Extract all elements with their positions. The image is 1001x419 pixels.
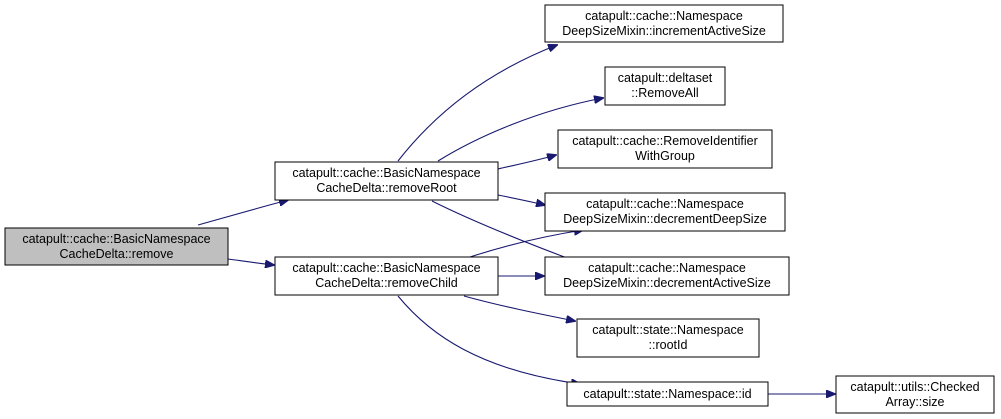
- node-removeChild[interactable]: catapult::cache::BasicNamespace CacheDel…: [274, 256, 499, 296]
- node-rootId-line1: catapult::state::Namespace: [592, 323, 744, 337]
- edge-remove-to-removeRoot: [197, 200, 288, 226]
- node-removeAll[interactable]: catapult::deltaset ::RemoveAll: [604, 66, 726, 106]
- node-removeIdentifier-line2: WithGroup: [635, 149, 695, 163]
- node-decrementActiveSize-line1: catapult::cache::Namespace: [588, 261, 746, 275]
- node-rootId-line2: ::rootId: [649, 338, 688, 352]
- edge-removeChild-to-rootId: [463, 295, 575, 321]
- nodes: catapult::cache::BasicNamespace CacheDel…: [4, 4, 995, 414]
- node-remove[interactable]: catapult::cache::BasicNamespace CacheDel…: [4, 227, 229, 266]
- node-decrementDeepSize-line2: DeepSizeMixin::decrementDeepSize: [563, 212, 767, 226]
- node-removeAll-line2: ::RemoveAll: [631, 86, 698, 100]
- edge-removeRoot-to-removeAll: [437, 98, 603, 162]
- node-removeChild-line2: CacheDelta::removeChild: [315, 276, 457, 290]
- node-decrementActiveSize[interactable]: catapult::cache::Namespace DeepSizeMixin…: [544, 256, 790, 296]
- node-id[interactable]: catapult::state::Namespace::id: [566, 381, 769, 407]
- edge-removeRoot-to-decrementDeepSize: [497, 194, 545, 205]
- node-removeChild-line1: catapult::cache::BasicNamespace: [292, 261, 480, 275]
- node-rootId[interactable]: catapult::state::Namespace ::rootId: [576, 318, 760, 358]
- node-removeIdentifier-line1: catapult::cache::RemoveIdentifier: [572, 134, 758, 148]
- node-decrementActiveSize-line2: DeepSizeMixin::decrementActiveSize: [563, 276, 771, 290]
- node-incrementActiveSize-line2: DeepSizeMixin::incrementActiveSize: [562, 24, 766, 38]
- node-removeRoot-line1: catapult::cache::BasicNamespace: [292, 166, 480, 180]
- node-removeRoot[interactable]: catapult::cache::BasicNamespace CacheDel…: [274, 161, 499, 201]
- node-checkedArraySize[interactable]: catapult::utils::Checked Array::size: [835, 375, 995, 414]
- edge-removeChild-to-decrementDeepSize: [469, 230, 583, 258]
- node-incrementActiveSize-line1: catapult::cache::Namespace: [585, 9, 743, 23]
- node-id-line1: catapult::state::Namespace::id: [583, 387, 751, 401]
- edge-removeChild-to-id: [397, 295, 580, 384]
- node-decrementDeepSize[interactable]: catapult::cache::Namespace DeepSizeMixin…: [544, 192, 786, 232]
- node-incrementActiveSize[interactable]: catapult::cache::Namespace DeepSizeMixin…: [544, 4, 784, 43]
- edge-remove-to-removeChild: [227, 258, 274, 265]
- edges: [197, 45, 835, 394]
- node-checkedArraySize-line2: Array::size: [885, 395, 944, 409]
- edge-removeRoot-to-removeIdentifier: [497, 155, 556, 170]
- edge-removeRoot-to-incrementActiveSize: [397, 45, 557, 162]
- node-removeRoot-line2: CacheDelta::removeRoot: [316, 181, 457, 195]
- node-removeAll-line1: catapult::deltaset: [618, 71, 713, 85]
- node-remove-line2: CacheDelta::remove: [60, 247, 174, 261]
- node-remove-line1: catapult::cache::BasicNamespace: [22, 232, 210, 246]
- node-removeIdentifier[interactable]: catapult::cache::RemoveIdentifier WithGr…: [557, 129, 773, 169]
- node-decrementDeepSize-line1: catapult::cache::Namespace: [586, 197, 744, 211]
- node-checkedArraySize-line1: catapult::utils::Checked: [850, 380, 979, 394]
